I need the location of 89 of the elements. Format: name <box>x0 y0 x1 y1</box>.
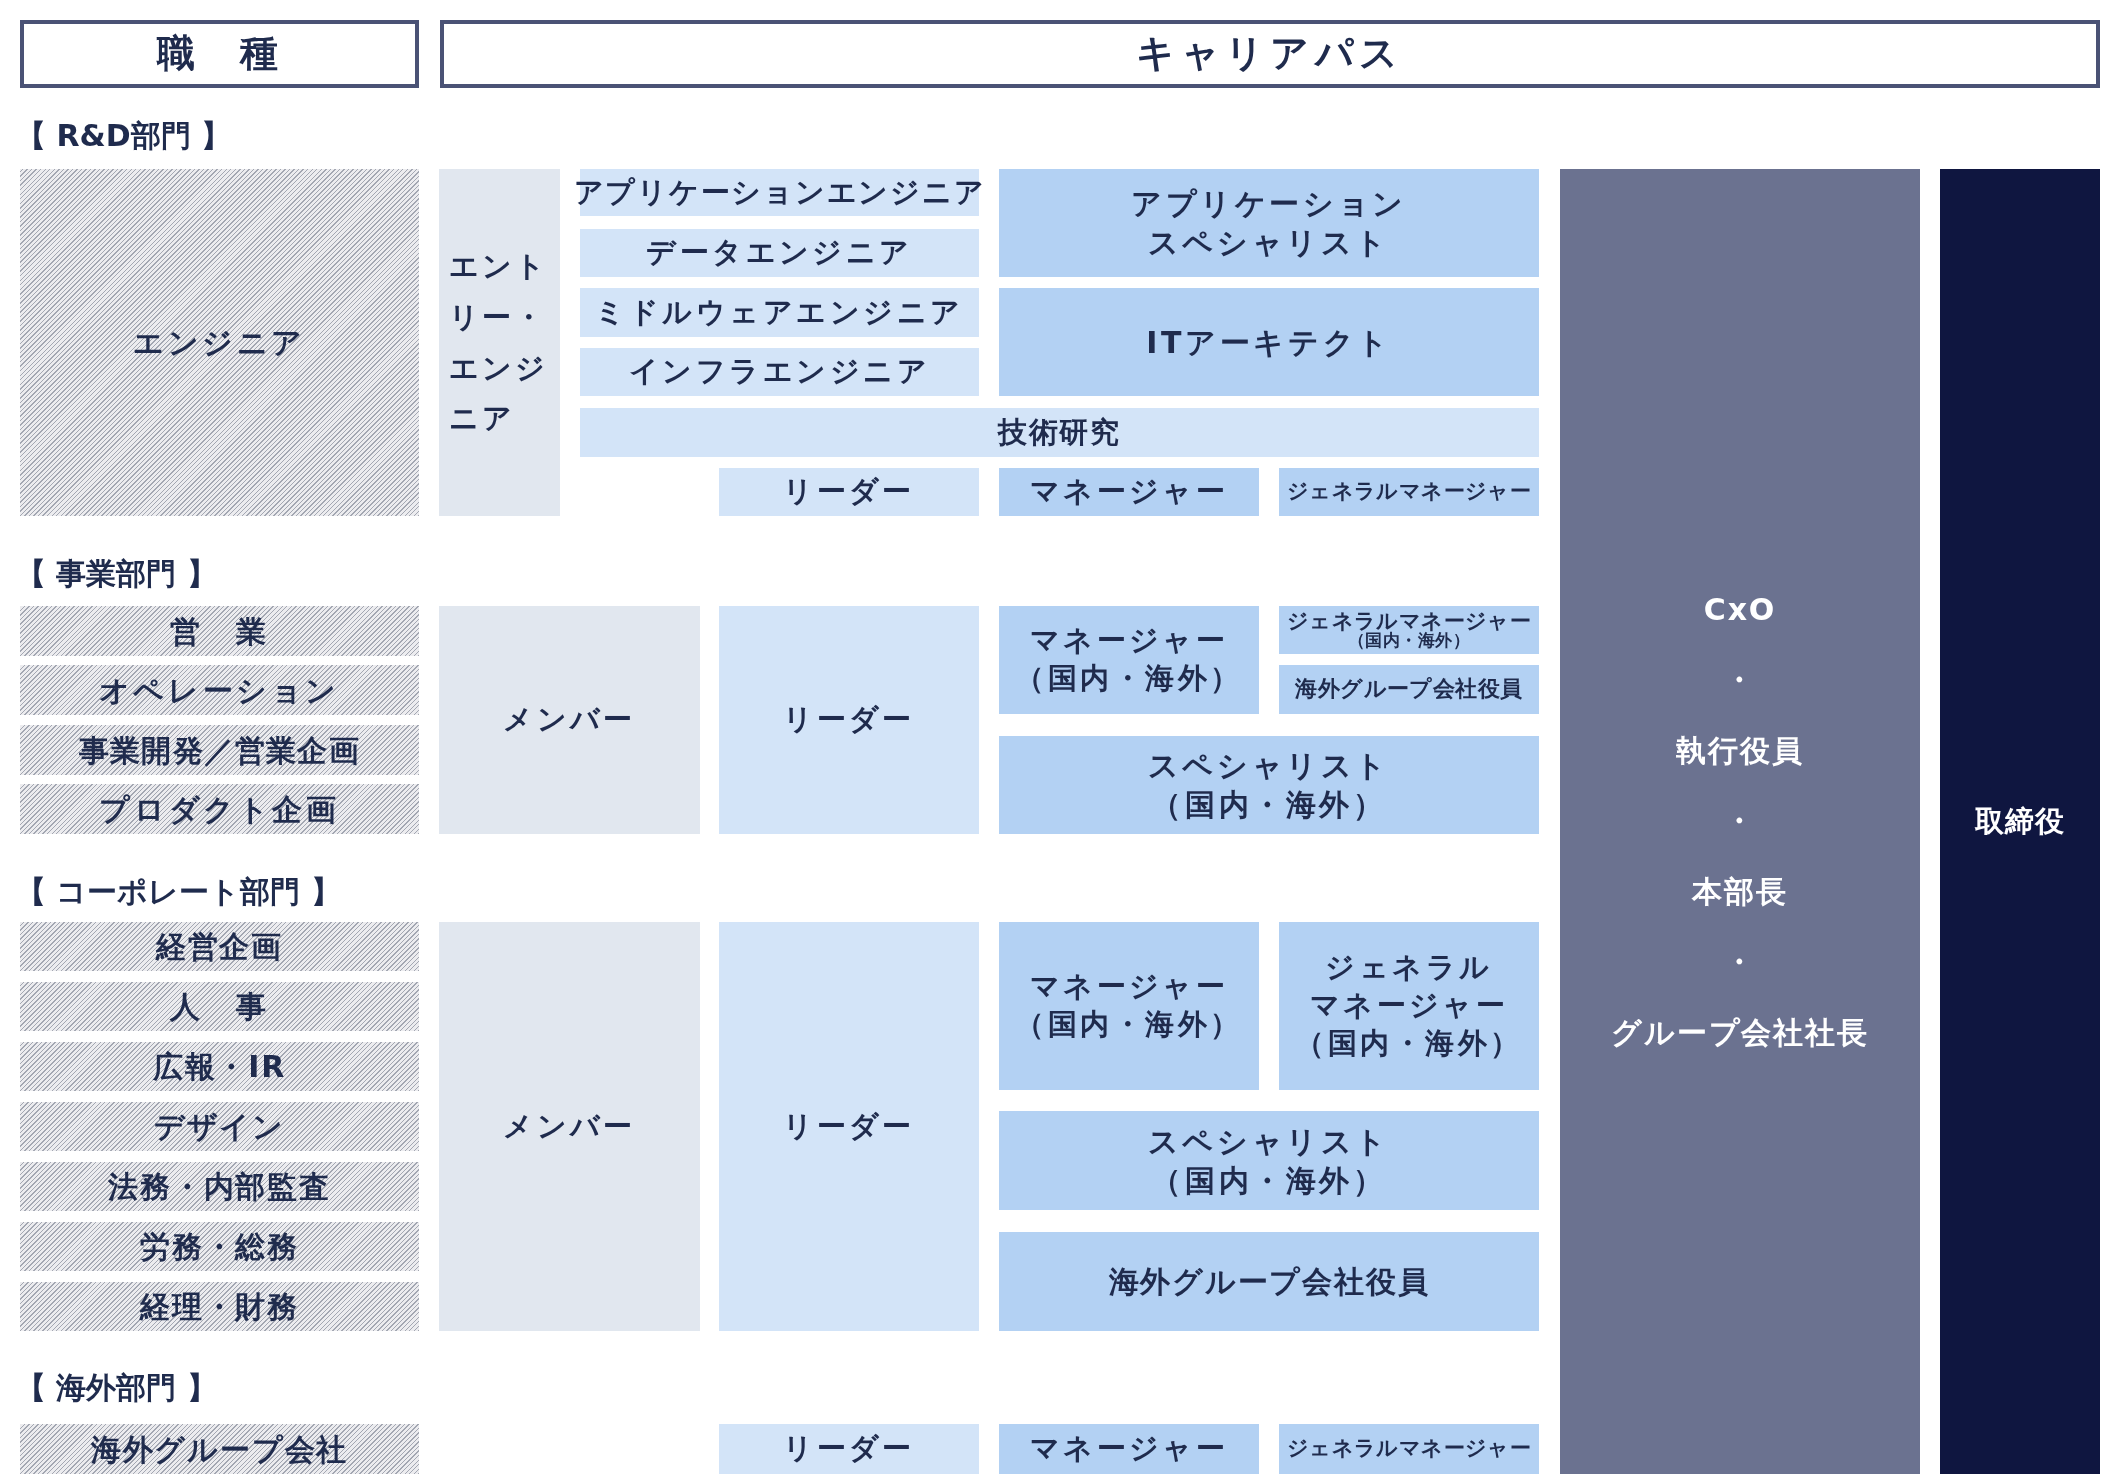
job-category-label: デザイン <box>153 1108 286 1146</box>
role-box <box>439 169 560 516</box>
role-box <box>1279 922 1539 1090</box>
role-box <box>580 229 979 277</box>
job-category-label: エンジニア <box>133 324 306 362</box>
role-label: リーダー <box>783 701 915 739</box>
job-category-box <box>20 725 419 775</box>
job-category-box <box>20 1042 419 1091</box>
job-category-label: 人 事 <box>170 988 269 1026</box>
job-category-label: プロダクト企画 <box>99 790 340 829</box>
role-label: 海外グループ会社役員 <box>1295 675 1523 704</box>
role-label: 海外グループ会社役員 <box>1108 1263 1430 1301</box>
job-category-box <box>20 1222 419 1271</box>
role-box <box>999 1424 1259 1474</box>
header-title: 職 種 <box>156 30 283 78</box>
role-box <box>1279 468 1539 516</box>
role-label: マネージャー <box>1029 473 1229 511</box>
job-category-box <box>20 1424 419 1474</box>
role-box <box>580 288 979 337</box>
role-label: マネージャー（国内・海外） <box>1015 968 1243 1043</box>
role-box <box>999 922 1259 1090</box>
role-label: ミドルウェアエンジニア <box>595 293 964 331</box>
job-category-label: 海外グループ会社 <box>90 1430 349 1469</box>
role-box <box>999 169 1539 277</box>
role-box <box>719 606 979 834</box>
role-label: 取締役 <box>1974 802 2066 840</box>
job-category-box <box>20 169 419 516</box>
role-box <box>999 736 1539 834</box>
role-label: インフラエンジニア <box>628 353 931 391</box>
role-label: リーダー <box>783 1107 915 1145</box>
board-panel <box>1940 169 2100 1474</box>
role-box <box>439 922 700 1331</box>
job-category-box <box>20 1162 419 1211</box>
section-heading: 【 事業部門 】 <box>16 555 217 593</box>
job-category-box <box>20 1282 419 1331</box>
job-category-box <box>20 922 419 971</box>
role-box <box>1279 1424 1539 1474</box>
header-box <box>20 20 419 88</box>
role-label: マネージャー（国内・海外） <box>1015 622 1243 697</box>
role-box <box>580 408 1539 457</box>
role-label: リーダー <box>783 1430 915 1468</box>
header-box <box>440 20 2100 88</box>
job-category-label: 事業開発／営業企画 <box>79 731 360 770</box>
job-category-label: 経営企画 <box>155 928 284 966</box>
job-category-label: 広報・IR <box>152 1048 287 1086</box>
role-box <box>1279 606 1539 654</box>
section-heading: 【 コーポレート部門 】 <box>16 873 341 911</box>
header-title: キャリアパス <box>1135 30 1405 78</box>
job-category-label: 法務・内部監査 <box>108 1168 331 1206</box>
role-label: 技術研究 <box>998 413 1121 451</box>
role-label: アプリケーションエンジニア <box>573 173 986 211</box>
role-box <box>580 348 979 396</box>
role-box <box>439 606 700 834</box>
role-label: ジェネラルマネージャー <box>1286 478 1532 506</box>
role-label: ジェネラルマネージャー（国内・海外） <box>1286 610 1532 650</box>
role-label: ジェネラルマネージャー <box>1286 1435 1532 1463</box>
job-category-label: 労務・総務 <box>140 1228 299 1266</box>
role-label: メンバー <box>503 1107 636 1145</box>
role-label: スペシャリスト（国内・海外） <box>1147 747 1391 824</box>
job-category-label: 経理・財務 <box>140 1288 299 1326</box>
role-box <box>719 1424 979 1474</box>
role-label: メンバー <box>503 701 636 739</box>
role-box <box>1279 665 1539 714</box>
role-label: ジェネラルマネージャー（国内・海外） <box>1295 949 1523 1062</box>
job-category-box <box>20 1102 419 1151</box>
executive-panel <box>1560 169 1920 1474</box>
role-label: スペシャリスト（国内・海外） <box>1147 1122 1391 1200</box>
job-category-box <box>20 665 419 715</box>
role-label: エントリー・エンジニア <box>449 248 548 438</box>
role-label: マネージャー <box>1029 1430 1229 1468</box>
job-category-box <box>20 982 419 1031</box>
role-box <box>999 288 1539 396</box>
section-heading: 【 R&D部門 】 <box>16 117 232 155</box>
role-box <box>719 922 979 1331</box>
role-label: データエンジニア <box>646 234 913 272</box>
job-category-label: オペレーション <box>98 671 341 710</box>
role-box <box>999 1232 1539 1331</box>
role-box <box>999 1111 1539 1210</box>
role-box <box>719 468 979 516</box>
role-box <box>999 468 1259 516</box>
role-label: アプリケーションスペシャリスト <box>1131 185 1407 262</box>
section-heading: 【 海外部門 】 <box>16 1369 217 1407</box>
job-category-box <box>20 784 419 834</box>
role-label: ITアーキテクト <box>1146 323 1392 362</box>
role-label: リーダー <box>783 473 915 511</box>
role-box <box>999 606 1259 714</box>
role-label: CxO・執行役員・本部長・グループ会社社長 <box>1611 590 1869 1052</box>
job-category-box <box>20 606 419 656</box>
job-category-label: 営 業 <box>170 612 269 651</box>
